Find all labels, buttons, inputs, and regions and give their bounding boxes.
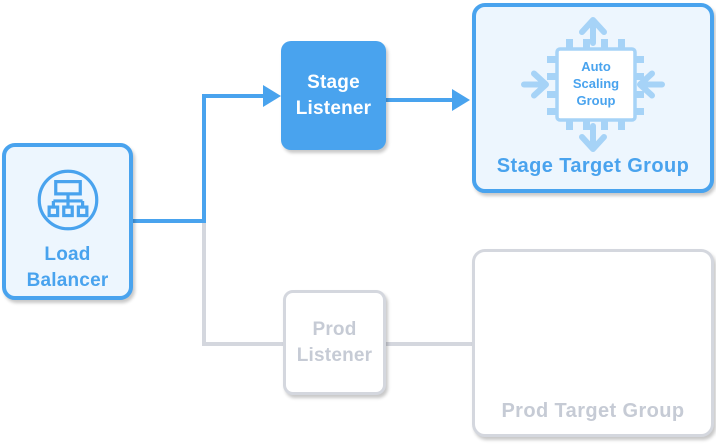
stage-listener-label: Stage Listener xyxy=(295,71,372,119)
edge-junction-down-line xyxy=(202,223,206,346)
cpu-chip-icon xyxy=(555,47,637,122)
stage-listener-node: Stage Listener xyxy=(281,41,386,150)
stage-target-group-label: Stage Target Group xyxy=(496,155,690,177)
load-balancer-node: Load Balancer xyxy=(2,143,133,300)
arrow-down-icon xyxy=(579,123,607,152)
edge-lb-to-junction xyxy=(133,219,206,223)
arrowhead-into-stage-target-group-icon xyxy=(452,89,470,111)
arrow-left-icon xyxy=(637,70,665,99)
auto-scaling-group-label: Auto Scaling Group xyxy=(572,59,620,108)
prod-listener-node: Prod Listener xyxy=(283,290,386,395)
prod-target-group-node: Prod Target Group xyxy=(472,249,714,437)
edge-prod-listener-to-prod-tg-line xyxy=(386,342,472,346)
auto-scaling-group-icon: Auto Scaling Group xyxy=(476,7,710,189)
cpu-chip-pins-icon xyxy=(547,39,644,130)
arrowhead-into-stage-listener-icon xyxy=(263,85,281,107)
edge-junction-up-line xyxy=(202,94,206,223)
arrow-right-icon xyxy=(521,70,549,99)
prod-listener-label: Prod Listener xyxy=(296,318,373,366)
edge-to-stage-listener-line xyxy=(202,94,265,98)
edge-to-prod-listener-line xyxy=(202,342,283,346)
stage-target-group-node: Auto Scaling Group Stage Target Group xyxy=(472,3,714,193)
edge-stage-listener-to-stage-tg-line xyxy=(386,98,452,102)
load-balancer-label: Load Balancer xyxy=(26,244,109,291)
prod-target-group-label: Prod Target Group xyxy=(501,400,685,422)
arrow-up-icon xyxy=(579,17,607,46)
load-balancer-icon xyxy=(37,169,98,231)
